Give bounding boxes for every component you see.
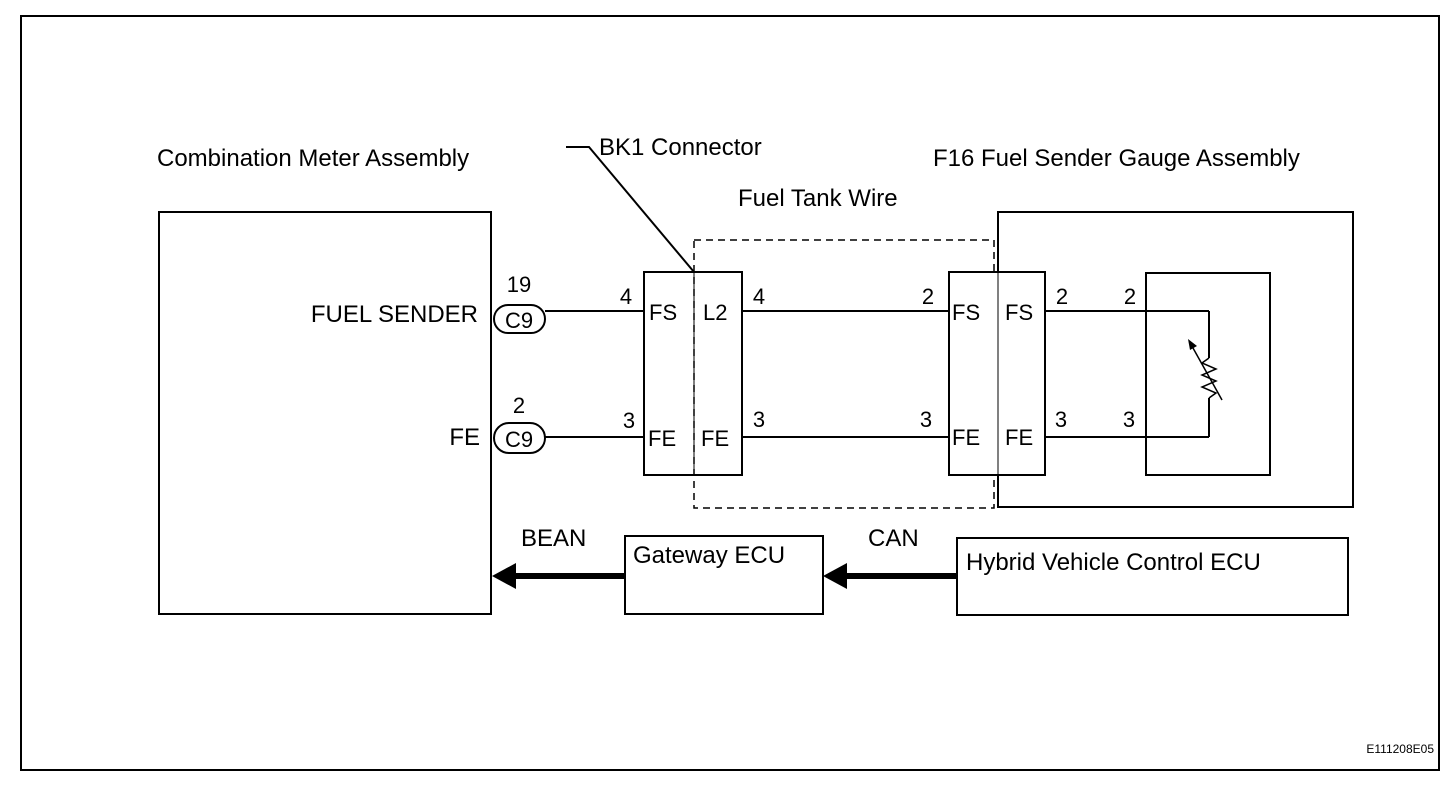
fuel-sender-terminal-label: FUEL SENDER	[311, 301, 478, 328]
bk1-right-bottom-terminal: FE	[701, 426, 729, 451]
f16-left-top-terminal: FS	[952, 300, 980, 325]
sender-unit-box	[1145, 272, 1271, 476]
variable-resistor-icon	[1188, 311, 1223, 437]
bk1-pin-left-top: 4	[620, 284, 632, 309]
f16-pin-in-top: 2	[922, 284, 934, 309]
combination-meter-box	[158, 211, 492, 615]
bk1-pin-right-bottom: 3	[753, 407, 765, 432]
f16-left-bottom-terminal: FE	[952, 425, 980, 450]
f16-pin-out-top: 2	[1056, 284, 1068, 309]
bk1-connector-label: BK1 Connector	[599, 134, 762, 161]
bk1-connector-block	[643, 271, 743, 476]
meter-connector-top	[493, 304, 546, 334]
bk1-pin-left-bottom: 3	[623, 408, 635, 433]
f16-connector-block	[948, 271, 1046, 476]
f16-sender-title: F16 Fuel Sender Gauge Assembly	[933, 145, 1300, 172]
hybrid-ecu-label: Hybrid Vehicle Control ECU	[966, 549, 1261, 576]
bean-arrowhead	[492, 563, 516, 589]
sender-pin-bottom: 3	[1123, 407, 1135, 432]
can-arrowhead	[823, 563, 847, 589]
f16-pin-in-bottom: 3	[920, 407, 932, 432]
bk1-leader-line	[566, 146, 695, 273]
can-label: CAN	[868, 525, 919, 552]
f16-right-bottom-terminal: FE	[1005, 425, 1033, 450]
meter-connector-top-id: C9	[505, 308, 533, 333]
bk1-pin-right-top: 4	[753, 284, 765, 309]
bean-label: BEAN	[521, 525, 586, 552]
bk1-left-bottom-terminal: FE	[648, 426, 676, 451]
f16-pin-out-bottom: 3	[1055, 407, 1067, 432]
fe-terminal-label: FE	[449, 424, 480, 451]
gateway-ecu-label: Gateway ECU	[633, 542, 785, 569]
meter-pin-top: 19	[507, 272, 531, 297]
bk1-left-top-terminal: FS	[649, 300, 677, 325]
figure-code: E111208E05	[1366, 742, 1434, 756]
meter-connector-bottom-id: C9	[505, 427, 533, 452]
fuel-tank-wire-label: Fuel Tank Wire	[738, 185, 898, 212]
combination-meter-title: Combination Meter Assembly	[157, 145, 469, 172]
sender-pin-top: 2	[1124, 284, 1136, 309]
meter-pin-bottom: 2	[513, 393, 525, 418]
diagram-frame	[20, 15, 1440, 771]
f16-right-top-terminal: FS	[1005, 300, 1033, 325]
f16-sender-box	[997, 211, 1354, 508]
bk1-right-top-terminal: L2	[703, 300, 727, 325]
